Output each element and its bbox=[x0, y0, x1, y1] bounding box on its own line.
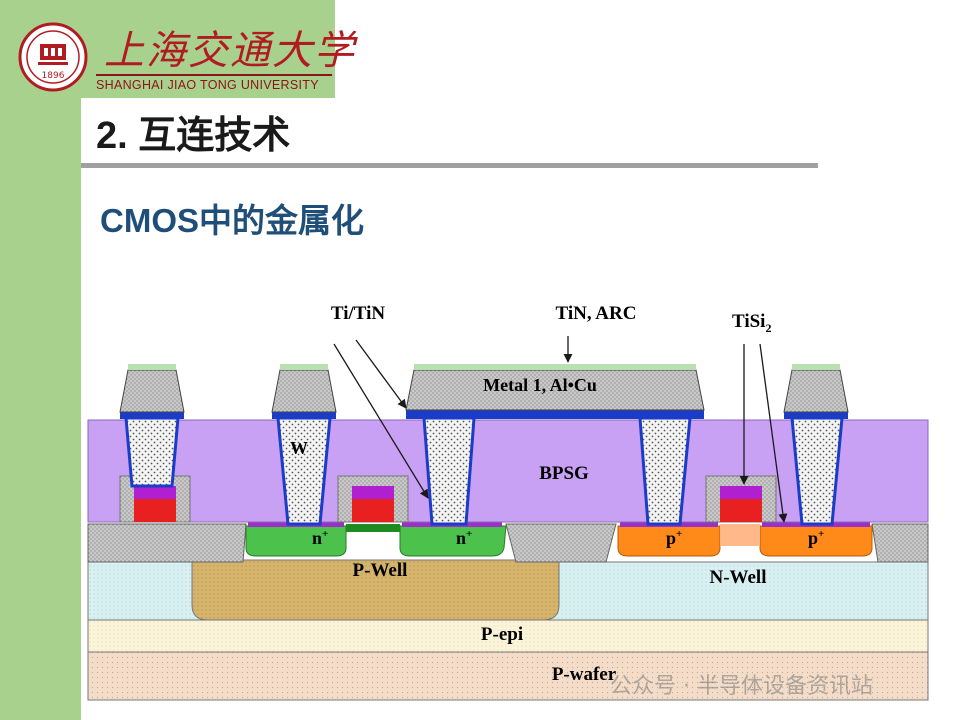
metal-pad-5 bbox=[783, 369, 849, 413]
university-name-cn: 上海交通大学 bbox=[104, 28, 356, 74]
field-oxide-left bbox=[87, 523, 247, 563]
label-tin-arc: TiN, ARC bbox=[556, 303, 637, 324]
p-plus-diffusion-2 bbox=[759, 525, 873, 557]
gate-stack-pmos bbox=[705, 475, 777, 523]
barrier-bar-3 bbox=[406, 410, 704, 419]
arc-cap-3 bbox=[414, 364, 696, 370]
n-plus-diffusion-1 bbox=[245, 525, 347, 557]
field-oxide-center bbox=[505, 523, 617, 563]
metal-pad-2 bbox=[271, 369, 337, 413]
label-tisi2-base: TiSi bbox=[732, 311, 765, 332]
label-n-well: N-Well bbox=[710, 567, 767, 588]
tisi2-pointer-2 bbox=[759, 343, 788, 523]
p-plus-diffusion-1 bbox=[617, 525, 721, 557]
barrier-bar-5 bbox=[784, 412, 848, 419]
slide-subtitle: CMOS中的金属化 bbox=[100, 202, 364, 239]
label-n-plus-1: n+ bbox=[312, 528, 328, 548]
university-name-en: SHANGHAI JIAO TONG UNIVERSITY bbox=[96, 78, 319, 92]
bpsg-layer bbox=[87, 419, 929, 523]
barrier-bar-1 bbox=[120, 412, 184, 419]
p-epi-layer bbox=[87, 617, 929, 653]
ti-tin-pointer-1 bbox=[333, 343, 429, 499]
label-bpsg: BPSG bbox=[539, 463, 589, 484]
w-plug-5 bbox=[790, 416, 844, 526]
title-divider bbox=[81, 163, 818, 168]
logo-divider bbox=[96, 74, 332, 76]
barrier-bar-2 bbox=[272, 412, 336, 419]
arc-cap-1 bbox=[128, 364, 176, 370]
field-oxide-right bbox=[871, 523, 929, 563]
arc-cap-5 bbox=[792, 364, 840, 370]
seal-year: 1896 bbox=[42, 71, 65, 81]
watermark-text: 公众号 · 半导体设备资讯站 bbox=[610, 674, 873, 699]
label-metal1: Metal 1, Al•Cu bbox=[483, 375, 597, 395]
label-p-well: P-Well bbox=[353, 560, 408, 581]
n-channel bbox=[346, 524, 400, 532]
university-seal-icon: 1896 bbox=[18, 22, 88, 92]
w-plug-2 bbox=[276, 416, 332, 526]
metal-pad-1 bbox=[119, 369, 185, 413]
label-tisi2: TiSi2 bbox=[732, 311, 771, 335]
label-w: W bbox=[290, 438, 308, 458]
label-p-plus-1: p+ bbox=[666, 528, 682, 548]
slide-title: 2. 互连技术 bbox=[96, 115, 291, 157]
ti-tin-pointer-2 bbox=[355, 339, 407, 409]
label-p-epi: P-epi bbox=[481, 624, 523, 645]
p-channel bbox=[720, 524, 760, 546]
green-sidebar bbox=[0, 0, 81, 720]
w-plug-4 bbox=[638, 416, 692, 526]
gate-stack-nmos bbox=[337, 475, 409, 523]
arc-cap-2 bbox=[280, 364, 328, 370]
label-p-wafer: P-wafer bbox=[552, 664, 617, 685]
label-p-plus-2: p+ bbox=[808, 528, 824, 548]
w-plug-1 bbox=[124, 416, 180, 488]
p-well-region bbox=[191, 559, 560, 621]
n-plus-diffusion-2 bbox=[399, 525, 507, 557]
w-plug-3 bbox=[422, 416, 476, 526]
label-tisi2-sub: 2 bbox=[765, 321, 771, 335]
label-n-plus-2: n+ bbox=[456, 528, 472, 548]
label-ti-tin: Ti/TiN bbox=[331, 303, 385, 324]
